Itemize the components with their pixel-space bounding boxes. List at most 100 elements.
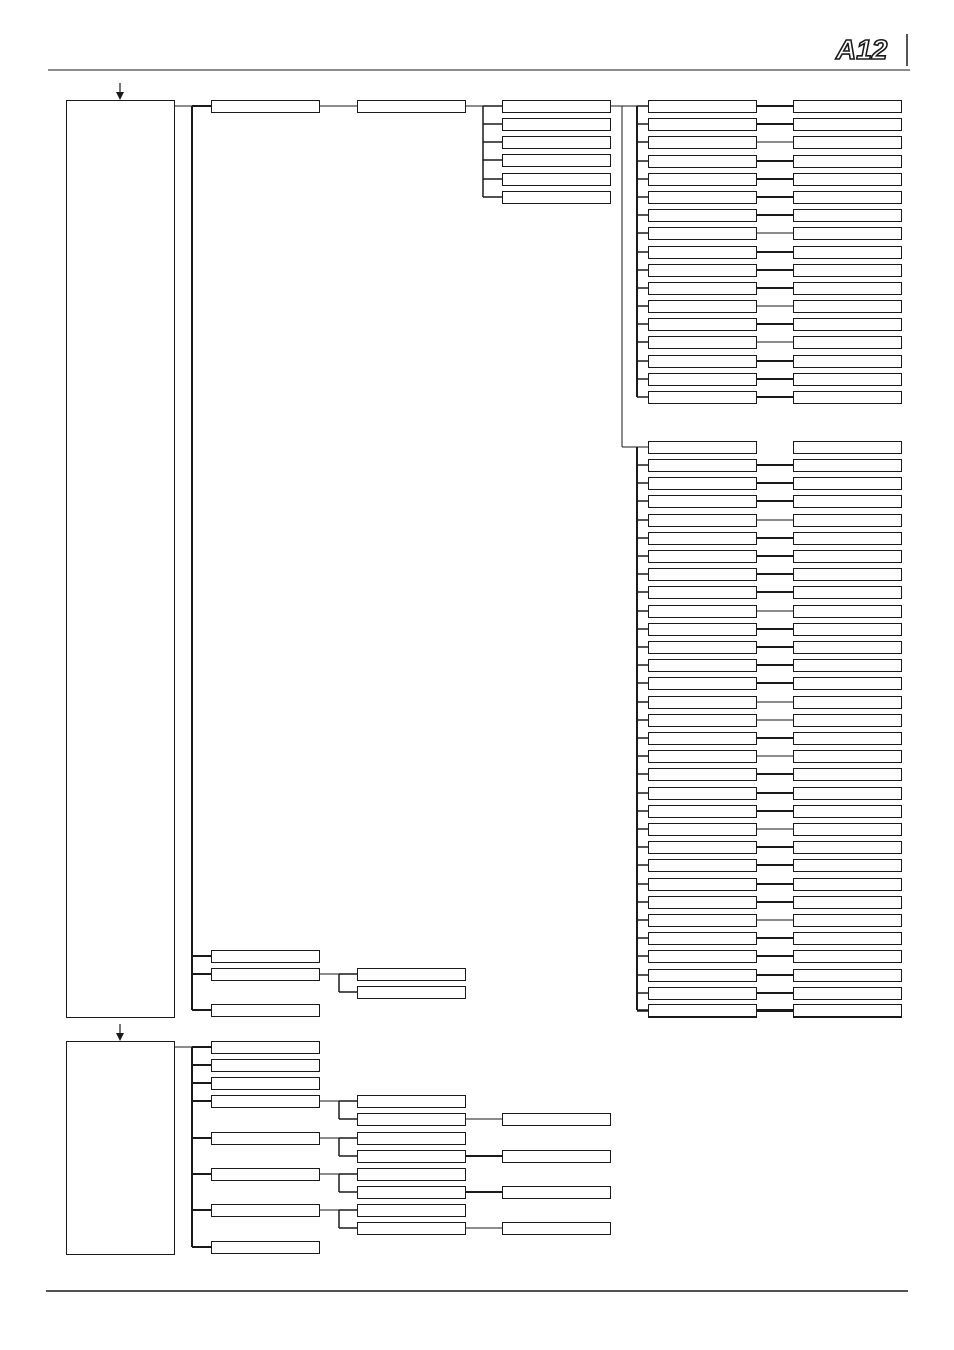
group-b-value-box [793, 532, 902, 545]
group-b-box [648, 914, 757, 927]
group-b-value-box [793, 495, 902, 508]
group-a-value-box [793, 300, 902, 313]
group-b-box [648, 568, 757, 581]
entry-arrow-2-head [116, 1033, 124, 1041]
block2-sub-box [357, 1132, 466, 1145]
group-a-box [648, 118, 757, 131]
group-b-value-box [793, 514, 902, 527]
group-b-box [648, 477, 757, 490]
group-b-value-box [793, 732, 902, 745]
group-a-value-box [793, 246, 902, 259]
group-b-value-box [793, 805, 902, 818]
group-b-head-value-box [793, 441, 902, 454]
group-b-box [648, 768, 757, 781]
group-b-value-box [793, 568, 902, 581]
group-b-value-box [793, 696, 902, 709]
level1-sub-box [357, 968, 466, 981]
group-b-box [648, 696, 757, 709]
block2-sub-box [357, 1186, 466, 1199]
group-b-value-box [793, 932, 902, 945]
group-b-value-box [793, 914, 902, 927]
block2-level1-box [211, 1204, 320, 1217]
level3-box [502, 191, 611, 204]
main-box-2 [66, 1041, 175, 1255]
group-a-value-box [793, 136, 902, 149]
level1-box [211, 1004, 320, 1017]
group-a-value-box [793, 391, 902, 404]
block2-leaf-box [502, 1222, 611, 1235]
group-b-value-box [793, 714, 902, 727]
group-a-box [648, 282, 757, 295]
group-a-box [648, 246, 757, 259]
group-a-box [648, 300, 757, 313]
block2-level1-box [211, 1168, 320, 1181]
group-a-value-box [793, 336, 902, 349]
group-b-box [648, 459, 757, 472]
group-b-value-box [793, 768, 902, 781]
group-a-box [648, 264, 757, 277]
group-a-box [648, 391, 757, 404]
block2-sub-box [357, 1204, 466, 1217]
group-b-box [648, 878, 757, 891]
group-a-box [648, 191, 757, 204]
group-b-value-box [793, 1004, 902, 1017]
group-a-value-box [793, 373, 902, 386]
group-b-box [648, 495, 757, 508]
group-a-value-box [793, 227, 902, 240]
group-b-box [648, 987, 757, 1000]
block2-level1-box [211, 1132, 320, 1145]
group-b-box [648, 714, 757, 727]
level3-box [502, 154, 611, 167]
group-b-box [648, 841, 757, 854]
group-a-value-box [793, 173, 902, 186]
block2-leaf-box [502, 1113, 611, 1126]
level1-box [211, 950, 320, 963]
block2-sub-box [357, 1150, 466, 1163]
group-b-box [648, 623, 757, 636]
group-a-box [648, 209, 757, 222]
group-a-value-box [793, 355, 902, 368]
level3-box [502, 118, 611, 131]
group-a-value-box [793, 155, 902, 168]
group-a-value-box [793, 264, 902, 277]
group-a-box [648, 373, 757, 386]
group-b-box [648, 969, 757, 982]
level3-box [502, 136, 611, 149]
group-b-value-box [793, 896, 902, 909]
group-a-box [648, 155, 757, 168]
group-b-box [648, 1004, 757, 1017]
block2-sub-box [357, 1168, 466, 1181]
level1-sub-box [357, 986, 466, 999]
group-b-value-box [793, 605, 902, 618]
group-a-value-box [793, 209, 902, 222]
group-b-box [648, 514, 757, 527]
group-b-box [648, 586, 757, 599]
group-b-value-box [793, 750, 902, 763]
block2-level1-box [211, 1241, 320, 1254]
block2-level1-box [211, 1059, 320, 1072]
group-b-box [648, 641, 757, 654]
block2-sub-box [357, 1222, 466, 1235]
group-b-value-box [793, 859, 902, 872]
group-b-box [648, 859, 757, 872]
group-b-value-box [793, 659, 902, 672]
group-b-head-box [648, 441, 757, 454]
logo-text: A12 [835, 34, 888, 65]
group-b-box [648, 805, 757, 818]
block2-sub-box [357, 1095, 466, 1108]
level1-box [211, 100, 320, 113]
group-a-box [648, 173, 757, 186]
group-b-value-box [793, 477, 902, 490]
group-b-value-box [793, 641, 902, 654]
group-b-value-box [793, 878, 902, 891]
group-a-value-box [793, 282, 902, 295]
main-box-1 [66, 100, 175, 1018]
group-b-box [648, 823, 757, 836]
entry-arrow-1-head [116, 92, 124, 100]
group-b-value-box [793, 823, 902, 836]
group-b-box [648, 787, 757, 800]
block2-level1-box [211, 1041, 320, 1054]
group-b-box [648, 677, 757, 690]
group-b-box [648, 750, 757, 763]
